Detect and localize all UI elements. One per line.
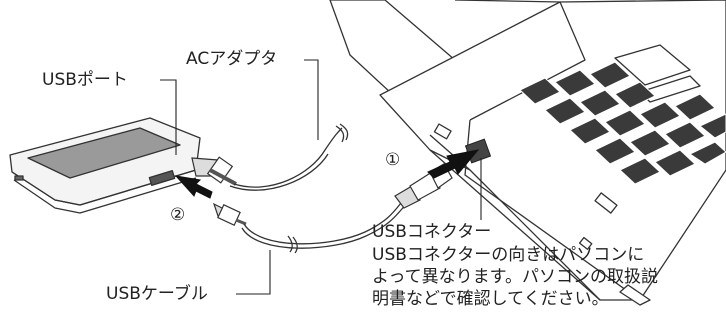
note-line-1: USBコネクターの向きはパソコンに <box>372 245 645 265</box>
ac-adapter-plug <box>191 156 237 186</box>
usb-connector-note: USBコネクターの向きはパソコンに よって異なります。パソコンの取扱説 明書など… <box>372 244 658 310</box>
touchpad <box>614 44 691 86</box>
step-number-1: ① <box>385 150 400 170</box>
leader-lines <box>160 59 482 295</box>
arrow-step2 <box>174 175 213 199</box>
keyboard <box>519 61 726 185</box>
usb-cable <box>241 197 409 254</box>
note-line-2: よって異なります。パソコンの取扱説 <box>372 267 658 287</box>
usb-cable-phone-end <box>212 202 247 226</box>
phone-screen <box>27 127 181 179</box>
usb-port-label: USBポート <box>42 70 128 90</box>
usb-cable-label: USBケーブル <box>106 284 208 304</box>
arrow-step1 <box>427 149 480 179</box>
ac-adapter-cable <box>229 123 349 191</box>
mobile-phone <box>9 117 201 214</box>
laptop <box>329 0 726 306</box>
laptop-side-port <box>433 123 452 140</box>
usb-connector-label: USBコネクター <box>372 222 492 242</box>
step-number-2: ② <box>170 205 185 225</box>
ac-adapter-label: ACアダプタ <box>186 49 278 69</box>
note-line-3: 明書などで確認してください。 <box>372 289 609 309</box>
